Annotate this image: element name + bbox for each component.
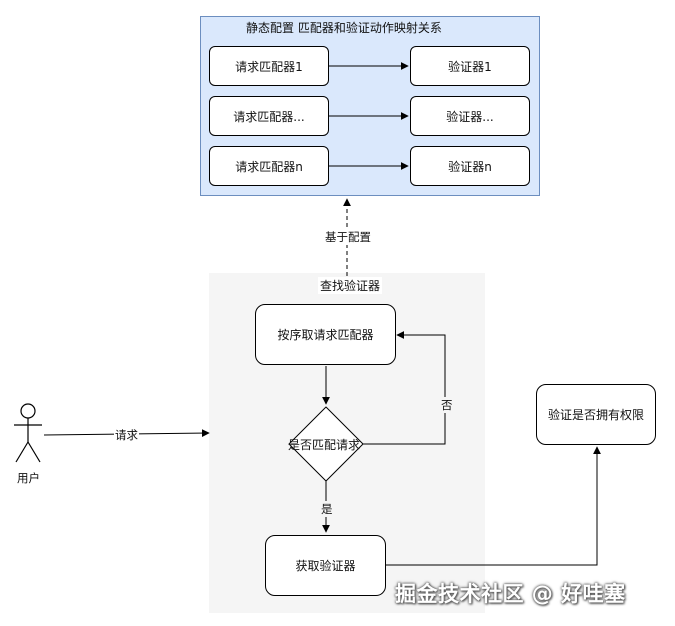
validator-to-permission-arrow: [385, 446, 601, 566]
request-label: 请求: [114, 427, 139, 443]
matcher-n-box: 请求匹配器n: [209, 146, 329, 186]
matcher-ellipsis-box: 请求匹配器...: [209, 96, 329, 136]
get-validator-step: 获取验证器: [265, 535, 386, 596]
no-label: 否: [440, 397, 454, 413]
watermark-text: 掘金技术社区 @ 好哇塞: [395, 582, 626, 606]
fetch-matcher-step: 按序取请求匹配器: [255, 304, 396, 365]
match-decision-label: 是否匹配请求: [287, 438, 360, 452]
validator-ellipsis-box: 验证器...: [410, 96, 530, 136]
permission-check-box: 验证是否拥有权限: [536, 384, 656, 445]
find-validator-title: 查找验证器: [318, 277, 383, 294]
user-actor-label: 用户: [17, 471, 40, 485]
based-on-config-label: 基于配置: [323, 229, 373, 245]
config-panel-title: 静态配置 匹配器和验证动作映射关系: [246, 21, 442, 35]
validator-n-box: 验证器n: [410, 146, 530, 186]
validator-1-box: 验证器1: [410, 46, 530, 86]
yes-label: 是: [320, 501, 334, 517]
matcher-1-box: 请求匹配器1: [209, 46, 329, 86]
no-loop-arrow: [363, 331, 446, 445]
user-actor-icon: [14, 403, 42, 463]
